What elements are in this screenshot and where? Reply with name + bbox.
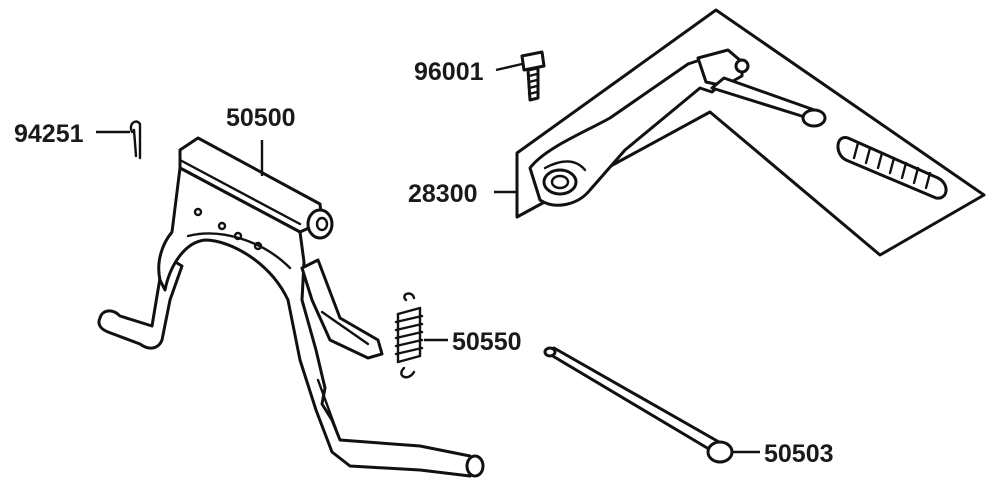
part-label-50550: 50550 [452,328,522,356]
kick-starter-frame [515,8,986,257]
kick-starter-arm [528,48,827,207]
part-label-50503: 50503 [764,440,834,468]
leader-96001 [495,62,523,72]
part-label-50500: 50500 [226,104,296,132]
part-label-28300: 28300 [408,180,478,208]
main-stand-50500 [97,136,485,478]
bolt-96001 [520,50,546,102]
kick-starter-group [515,8,986,257]
cotter-pin-94251 [129,120,142,160]
part-label-96001: 96001 [414,58,484,86]
part-label-94251: 94251 [14,120,84,148]
shaft-50503 [543,346,734,464]
kick-starter-grip [836,136,948,200]
spring-50550 [394,292,424,379]
